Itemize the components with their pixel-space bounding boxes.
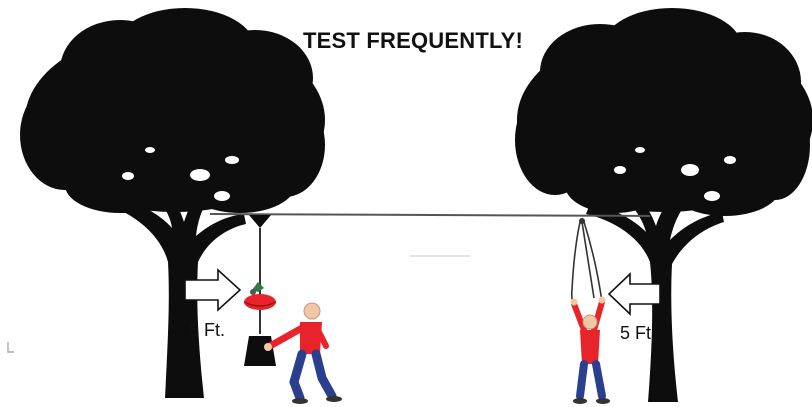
clip-icon — [250, 282, 264, 295]
arrow-right-icon — [184, 268, 242, 312]
right-tree — [515, 8, 812, 402]
left-distance-label: 5 Ft. — [189, 320, 226, 340]
right-hoist-ropes — [570, 221, 603, 305]
pulley-icon — [249, 215, 271, 228]
arrow-left-icon — [607, 272, 661, 316]
suspension-rope — [209, 213, 651, 217]
hanging-bag — [244, 336, 276, 366]
pulley-icon-right — [579, 218, 585, 224]
right-distance-label: 5 Ft. — [620, 323, 657, 343]
right-tree-gaps — [614, 147, 736, 201]
person-pulling-rope — [264, 302, 342, 404]
left-tree-gaps — [122, 147, 239, 201]
person-jumping — [570, 296, 610, 404]
red-disc-icon — [243, 294, 277, 310]
headline: TEST FREQUENTLY! — [303, 28, 523, 53]
left-tree — [20, 8, 325, 398]
corner-mark-icon — [7, 342, 14, 353]
